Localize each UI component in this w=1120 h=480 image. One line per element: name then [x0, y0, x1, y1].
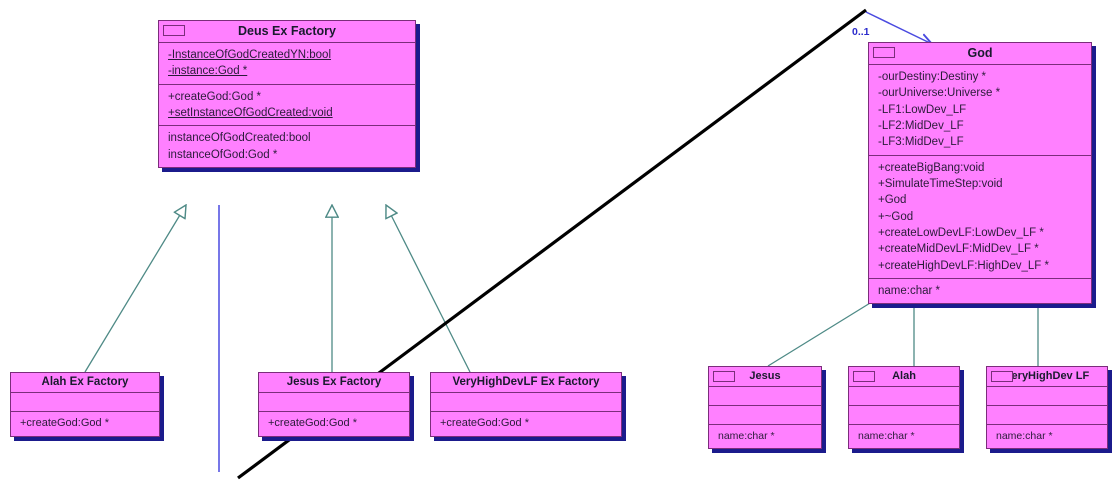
- operation-row: +createBigBang:void: [878, 161, 985, 174]
- operation-row: +SimulateTimeStep:void: [878, 177, 1003, 190]
- class-tab-icon: [873, 47, 895, 58]
- class-attributes-section: [987, 387, 1107, 406]
- attribute-row: -InstanceOfGodCreatedYN:bool: [168, 49, 332, 61]
- class-extras-section: instanceOfGodCreated:bool instanceOfGod:…: [159, 126, 415, 167]
- class-tab-icon: [991, 371, 1013, 382]
- class-box-veryhighdev-lf[interactable]: VeryHighDev LF name:char *: [986, 366, 1108, 449]
- extra-row: name:char *: [858, 430, 915, 442]
- class-attributes-section: [259, 393, 409, 412]
- class-attributes-section: [849, 387, 959, 406]
- class-title: Jesus Ex Factory: [259, 373, 409, 393]
- class-operations-section: +createGod:God *: [259, 412, 409, 436]
- operation-row: +God: [878, 194, 907, 207]
- class-box-alah[interactable]: Alah name:char *: [848, 366, 960, 449]
- class-operations-section: +createGod:God *: [431, 412, 621, 436]
- extra-row: name:char *: [718, 430, 775, 442]
- extra-row: instanceOfGodCreated:bool: [168, 132, 311, 145]
- class-operations-section: [987, 406, 1107, 425]
- attribute-row: -LF2:MidDev_LF: [878, 119, 964, 132]
- class-box-alah-ex-factory[interactable]: Alah Ex Factory +createGod:God *: [10, 372, 160, 437]
- class-operations-section: [709, 406, 821, 425]
- attribute-row: -LF3:MidDev_LF: [878, 136, 964, 149]
- extra-row: instanceOfGod:God *: [168, 148, 278, 161]
- generalization-alahfactory-to-deus: [84, 205, 186, 373]
- extra-row: name:char *: [996, 430, 1053, 442]
- operation-row: +createGod:God *: [20, 417, 109, 429]
- operation-row: +createGod:God *: [440, 417, 529, 429]
- operation-row: +createHighDevLF:HighDev_LF *: [878, 259, 1049, 272]
- class-attributes-section: -InstanceOfGodCreatedYN:bool -instance:G…: [159, 43, 415, 85]
- class-tab-icon: [163, 25, 185, 36]
- multiplicity-label-0to1: 0..1: [852, 26, 870, 38]
- operation-row: +~God: [878, 210, 914, 223]
- class-operations-section: [849, 406, 959, 425]
- class-box-jesus-ex-factory[interactable]: Jesus Ex Factory +createGod:God *: [258, 372, 410, 437]
- class-operations-section: +createGod:God *: [11, 412, 159, 436]
- class-box-deus-ex-factory[interactable]: Deus Ex Factory -InstanceOfGodCreatedYN:…: [158, 20, 416, 168]
- class-box-god[interactable]: God -ourDestiny:Destiny * -ourUniverse:U…: [868, 42, 1092, 305]
- class-attributes-section: [431, 393, 621, 412]
- operation-row: +createGod:God *: [168, 90, 262, 103]
- operation-row: +createGod:God *: [268, 417, 357, 429]
- class-title: Deus Ex Factory: [159, 21, 415, 43]
- operation-row: +createLowDevLF:LowDev_LF *: [878, 226, 1044, 239]
- class-title: Alah: [849, 367, 959, 387]
- class-extras-section: name:char *: [849, 425, 959, 448]
- attribute-row: -instance:God *: [168, 65, 248, 78]
- class-operations-section: +createGod:God * +setInstanceOfGodCreate…: [159, 85, 415, 127]
- operation-row: +createMidDevLF:MidDev_LF *: [878, 243, 1039, 256]
- class-operations-section: +createBigBang:void +SimulateTimeStep:vo…: [869, 156, 1091, 279]
- extra-row: name:char *: [878, 284, 941, 297]
- class-title: God: [869, 43, 1091, 65]
- class-box-jesus[interactable]: Jesus name:char *: [708, 366, 822, 449]
- class-title: VeryHighDevLF Ex Factory: [431, 373, 621, 393]
- generalization-vhfactory-to-deus: [386, 205, 471, 373]
- class-title: VeryHighDev LF: [987, 367, 1107, 387]
- class-attributes-section: -ourDestiny:Destiny * -ourUniverse:Unive…: [869, 65, 1091, 156]
- attribute-row: -ourUniverse:Universe *: [878, 87, 1001, 100]
- class-extras-section: name:char *: [869, 279, 1091, 303]
- attribute-row: -LF1:LowDev_LF: [878, 103, 967, 116]
- operation-row: +setInstanceOfGodCreated:void: [168, 106, 333, 119]
- class-tab-icon: [853, 371, 875, 382]
- class-tab-icon: [713, 371, 735, 382]
- class-attributes-section: [709, 387, 821, 406]
- attribute-row: -ourDestiny:Destiny *: [878, 71, 987, 83]
- class-attributes-section: [11, 393, 159, 412]
- class-extras-section: name:char *: [987, 425, 1107, 448]
- class-title: Alah Ex Factory: [11, 373, 159, 393]
- class-box-veryhighdevlf-ex-factory[interactable]: VeryHighDevLF Ex Factory +createGod:God …: [430, 372, 622, 437]
- class-extras-section: name:char *: [709, 425, 821, 448]
